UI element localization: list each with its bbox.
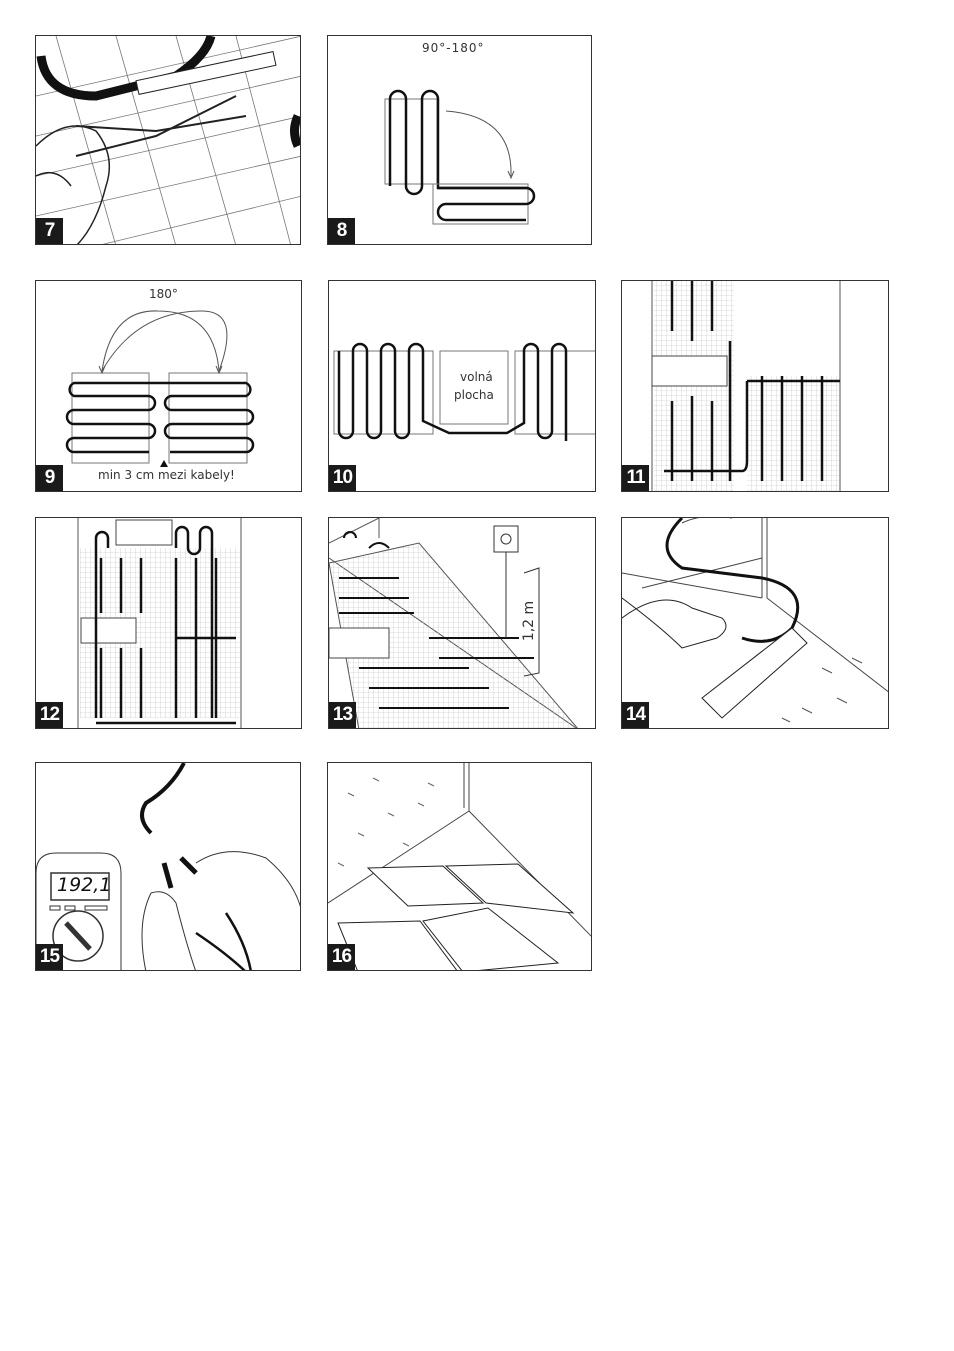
step-number-badge: 8 — [328, 218, 355, 244]
step-7-panel: 7 — [35, 35, 301, 245]
step-number-badge: 14 — [622, 702, 649, 728]
step-15-panel: 192,1 15 — [35, 762, 301, 971]
step-8-panel: 90°-180° 8 — [327, 35, 592, 245]
angle-label: 180° — [149, 287, 178, 301]
scissors-cutting-mat-illustration — [36, 36, 300, 244]
thermostat-height-illustration — [329, 518, 578, 728]
step-13-panel: 1,2 m 13 — [328, 517, 596, 729]
mat-turn-illustration — [384, 89, 536, 225]
thermostat-height-label: 1,2 m — [521, 600, 538, 642]
room-layout-illustration — [651, 281, 841, 491]
step-number-badge: 9 — [36, 465, 63, 491]
adhesive-trowel-illustration — [622, 518, 888, 723]
step-10-panel: volná plocha 10 — [328, 280, 596, 492]
step-number-badge: 15 — [36, 944, 63, 970]
step-14-panel: 14 — [621, 517, 889, 729]
step-number-badge: 11 — [622, 465, 649, 491]
step-number-badge: 16 — [328, 944, 355, 970]
cable-spacing-note: min 3 cm mezi kabely! — [98, 468, 235, 482]
mat-flip-illustration — [65, 310, 255, 467]
step-number-badge: 12 — [36, 702, 63, 728]
tile-laying-illustration — [328, 763, 591, 970]
step-number-badge: 10 — [329, 465, 356, 491]
step-16-panel: 16 — [327, 762, 592, 971]
step-number-badge: 13 — [329, 702, 356, 728]
step-12-panel: 12 — [35, 517, 302, 729]
free-area-illustration — [333, 342, 595, 441]
resistance-measurement-illustration — [36, 763, 300, 970]
step-number-badge: 7 — [36, 218, 63, 244]
angle-label: 90°-180° — [422, 41, 485, 55]
meter-reading: 192,1 — [57, 874, 112, 896]
free-area-label-line1: volná — [460, 370, 493, 384]
room-layout-illustration — [77, 518, 242, 728]
step-11-panel: 11 — [621, 280, 889, 492]
step-9-panel: 180° min 3 cm mezi kabely! 9 — [35, 280, 302, 492]
free-area-label-line2: plocha — [454, 388, 494, 402]
